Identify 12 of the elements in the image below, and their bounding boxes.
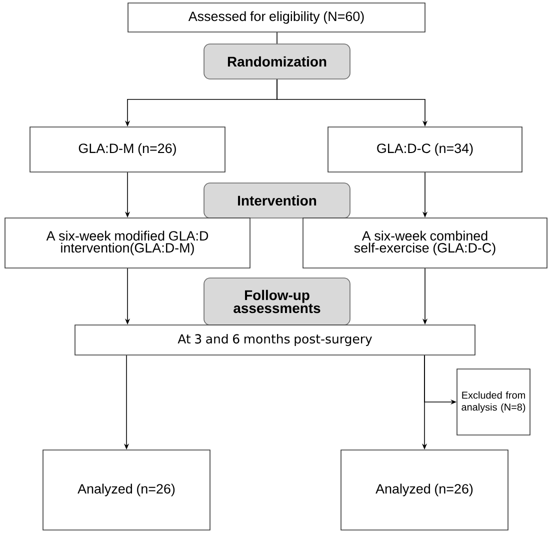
stage-label: Randomization xyxy=(204,44,350,80)
stage-label: Follow-up assessments xyxy=(204,278,350,326)
process-box: A six-week modified GLA:D intervention(GLA:D-M) xyxy=(4,218,250,268)
process-box: GLA:D-M (n=26) xyxy=(30,126,226,172)
process-box: Analyzed (n=26) xyxy=(340,450,508,530)
process-box: Analyzed (n=26) xyxy=(42,450,210,530)
process-box: A six-week combined self-exercise (GLA:D-C) xyxy=(302,218,548,268)
process-box: Assessed for eligibility (N=60) xyxy=(128,2,426,32)
process-box: At 3 and 6 months post-surgery xyxy=(74,324,476,356)
exclusion-box: Excluded from analysis (N=8) xyxy=(456,368,530,436)
process-box: GLA:D-C (n=34) xyxy=(328,126,522,172)
stage-label: Intervention xyxy=(204,182,350,218)
